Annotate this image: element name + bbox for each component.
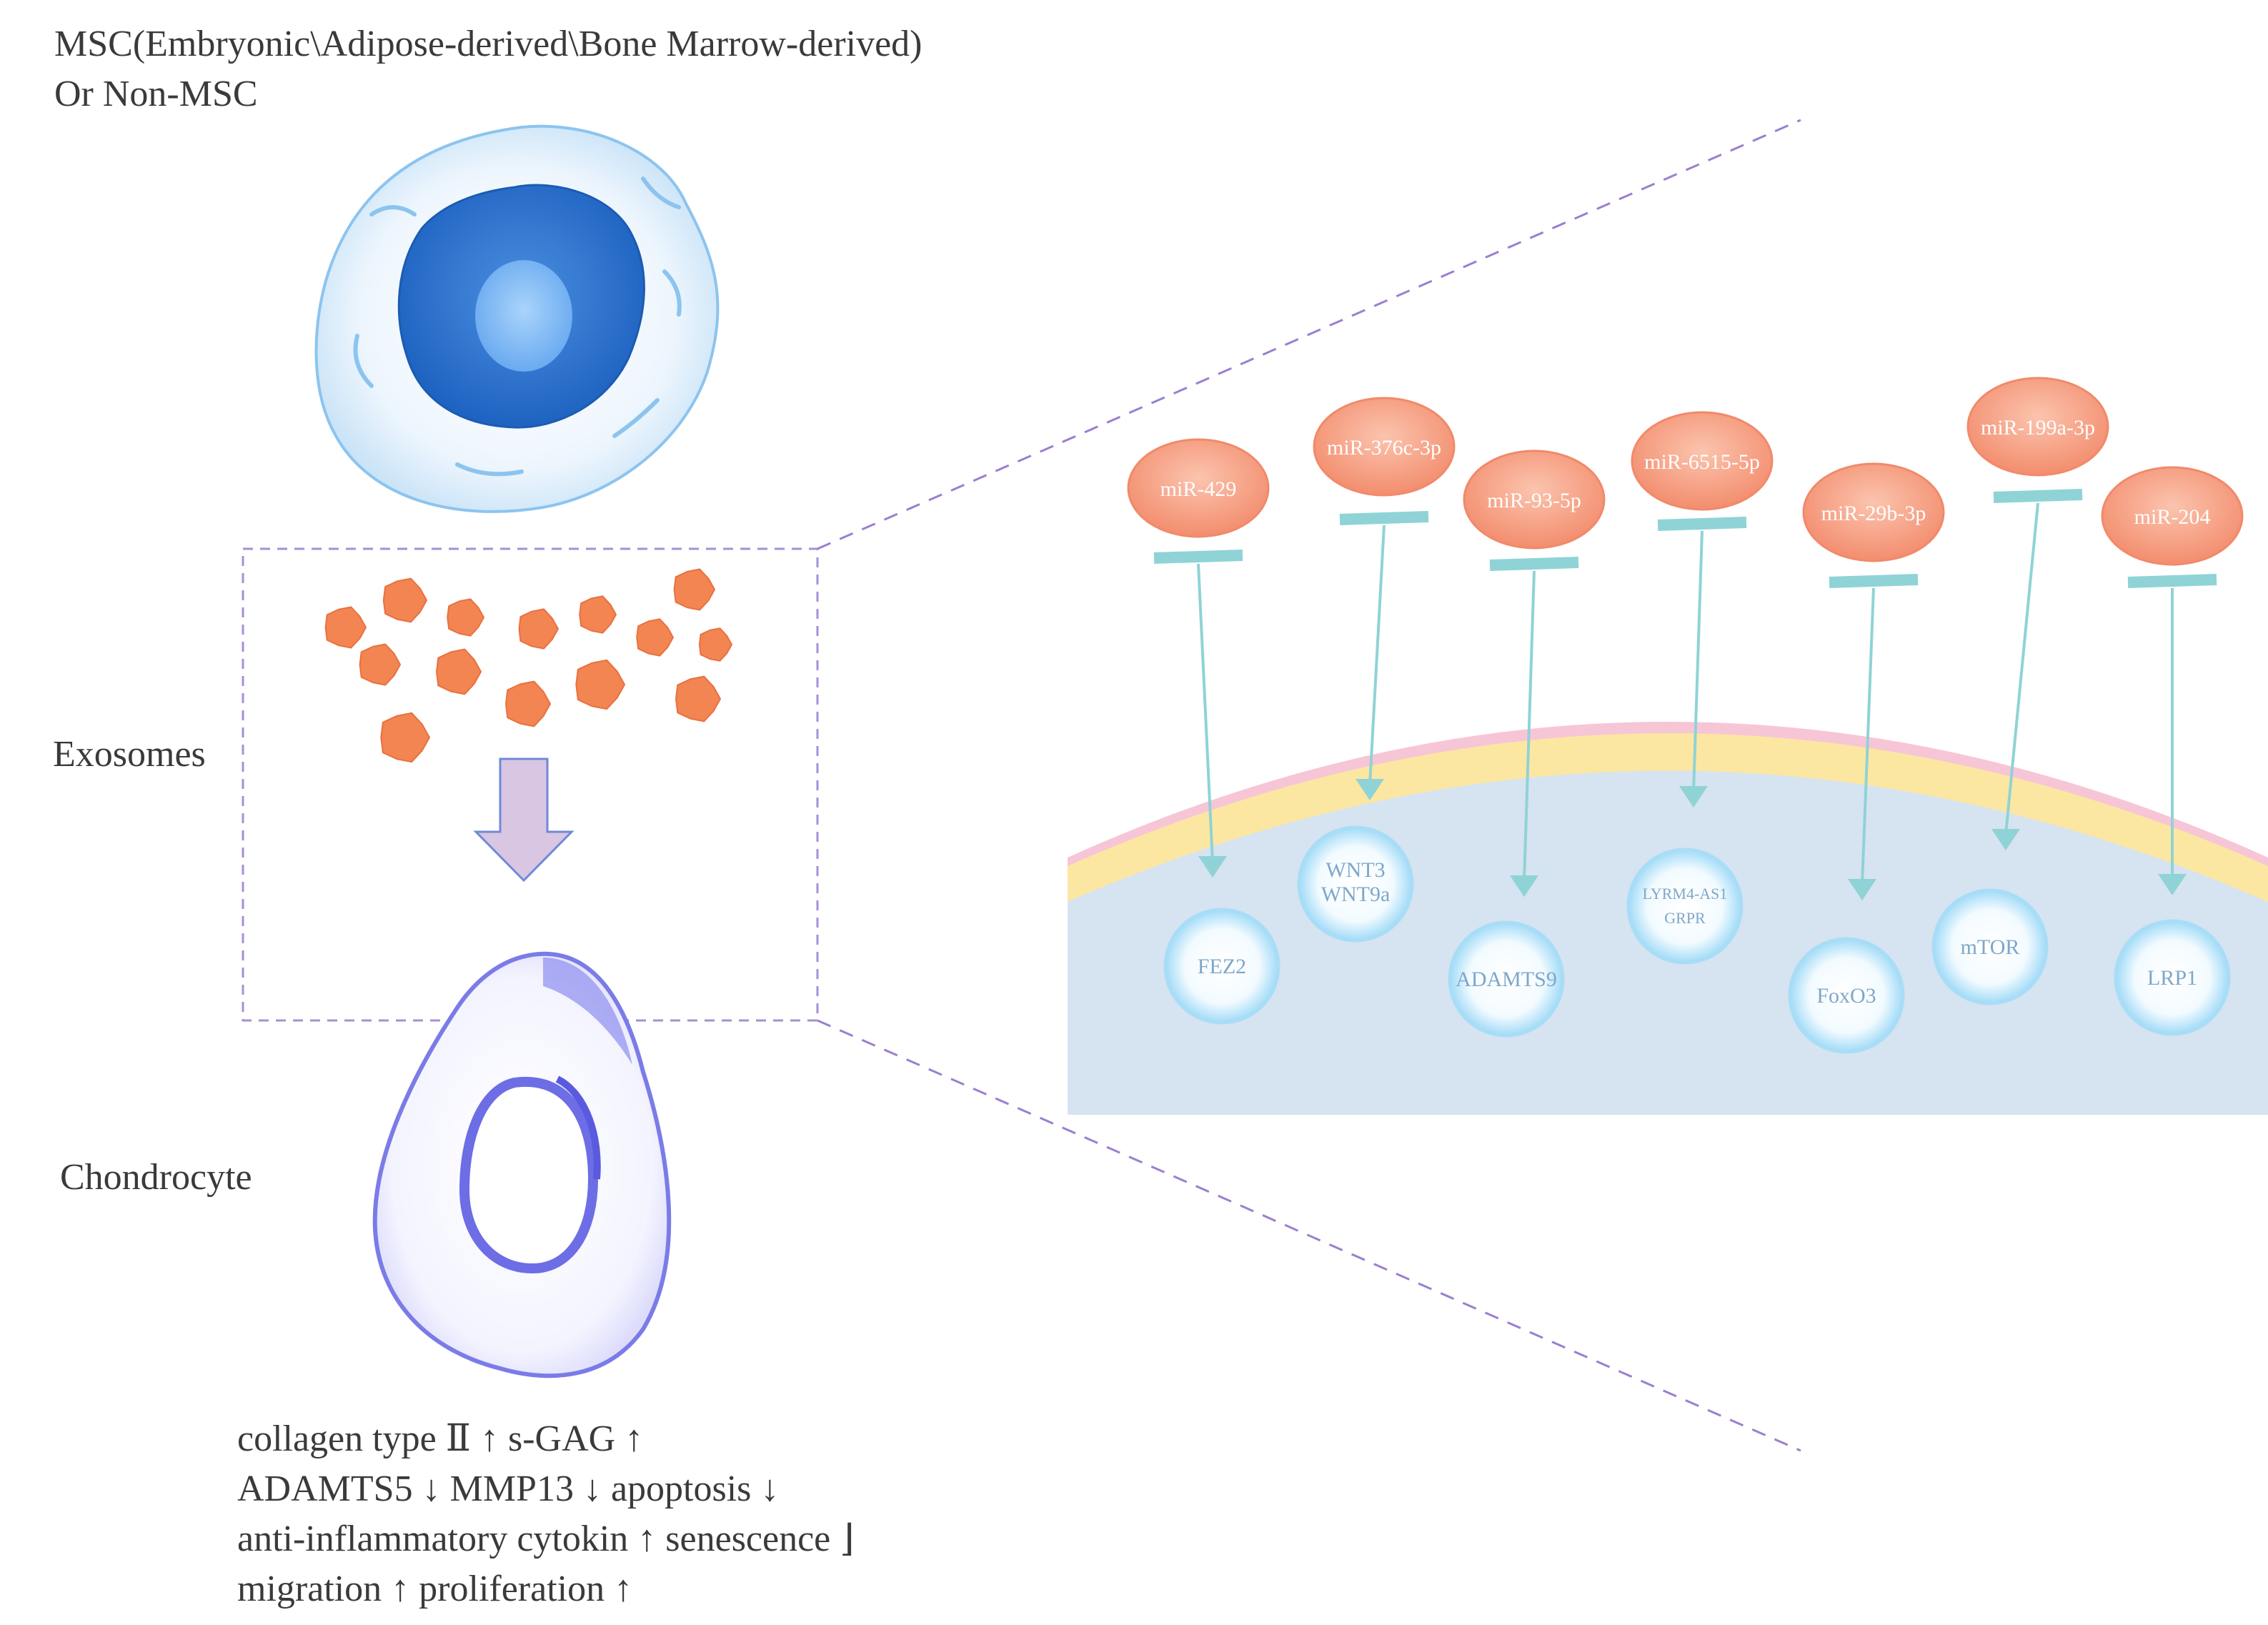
mirna-label: miR-6515-5p — [1644, 450, 1760, 474]
exosome-cluster — [324, 568, 732, 763]
target-circle — [1448, 920, 1565, 1038]
effect-line-4: migration ↑ proliferation ↑ — [237, 1569, 632, 1609]
arrow-head — [1848, 879, 1876, 900]
stem-cell-icon — [314, 124, 720, 513]
target-label: LRP1 — [2147, 966, 2197, 990]
arrow-head — [2158, 874, 2187, 895]
mirna-label: miR-93-5p — [1487, 489, 1581, 512]
exosome-particle — [518, 608, 559, 650]
exosome-particle — [675, 675, 721, 722]
mirna-ellipse — [1631, 411, 1774, 511]
mirna-ellipse — [1463, 449, 1606, 550]
down-arrow-icon — [473, 757, 575, 883]
inhibition-bar — [1657, 517, 1747, 531]
title-line-1: MSC(Embryonic\Adipose-derived\Bone Marro… — [54, 24, 922, 64]
exosome-box — [242, 547, 819, 1022]
arrow-line — [1692, 530, 1704, 792]
arrow-line — [1368, 525, 1386, 785]
effect-line-2: ADAMTS5 ↓ MMP13 ↓ apoptosis ↓ — [237, 1469, 779, 1509]
exosomes-label: Exosomes — [53, 734, 206, 775]
target-circle — [1788, 937, 1905, 1054]
mirna-ellipse — [1802, 462, 1945, 562]
target-label: FEZ2 — [1198, 955, 1246, 978]
exosome-particle — [380, 712, 430, 763]
target-circle — [2114, 919, 2231, 1036]
mirna-ellipse — [1127, 438, 1270, 538]
exosome-particle — [447, 598, 484, 637]
chondrocyte-icon — [372, 951, 672, 1378]
exosome-particle — [324, 606, 367, 649]
zoom-line-lower — [817, 1019, 1801, 1452]
mirna-label: miR-429 — [1160, 477, 1237, 501]
target-circle — [1163, 908, 1280, 1025]
arrow-head — [1356, 779, 1384, 800]
mirna-pathways: miR-429FEZ2miR-376c-3pWNT3WNT9amiR-93-5p… — [1127, 377, 2244, 1054]
target-circle — [1626, 848, 1744, 965]
target-label: WNT9a — [1321, 883, 1391, 906]
mirna-label: miR-199a-3p — [1981, 416, 2095, 439]
exosome-particle — [359, 643, 401, 686]
arrow-head — [1679, 786, 1708, 807]
mirna-label: miR-29b-3p — [1821, 502, 1926, 525]
mirna-label: miR-204 — [2134, 505, 2211, 529]
exosome-particle — [698, 627, 732, 662]
target-circle — [1931, 888, 2049, 1005]
target-label: LYRM4-AS1 — [1643, 885, 1728, 903]
target-label: FoxO3 — [1816, 984, 1876, 1008]
inhibition-bar — [2127, 574, 2217, 588]
inhibition-bar — [1829, 574, 1919, 588]
chondrocyte-label: Chondrocyte — [60, 1157, 252, 1198]
inhibition-bar — [1339, 511, 1429, 525]
exosome-particle — [382, 577, 427, 623]
exosome-particle — [636, 618, 674, 657]
arrow-line — [1861, 587, 1875, 885]
target-label: GRPR — [1664, 909, 1706, 927]
inhibition-bar — [1153, 550, 1243, 564]
exosome-particle — [575, 659, 625, 710]
arrow-line — [1197, 563, 1214, 863]
arrow-line — [2004, 502, 2039, 835]
target-label: mTOR — [1961, 935, 2020, 959]
exosome-particle — [436, 648, 482, 695]
effect-line-1: collagen type Ⅱ ↑ s-GAG ↑ — [237, 1418, 643, 1459]
mirna-ellipse — [2101, 466, 2244, 566]
arrow-line — [1523, 570, 1536, 882]
mirna-label: miR-376c-3p — [1327, 436, 1441, 459]
target-label: ADAMTS9 — [1456, 968, 1557, 991]
mirna-ellipse — [1313, 397, 1456, 497]
target-circle — [1297, 825, 1414, 943]
arrow-head — [1198, 856, 1227, 878]
exosome-particle — [579, 595, 617, 634]
arrow-head — [1991, 829, 2020, 850]
effect-line-3: anti-inflammatory cytokin ↑ senescence ⌋ — [237, 1519, 855, 1559]
pathway-miR-199a-3p: miR-199a-3p mTOR — [1931, 377, 2109, 1005]
inhibition-bar — [1489, 557, 1579, 571]
arrow-head — [1510, 875, 1538, 897]
target-label: WNT3 — [1326, 858, 1385, 882]
exosome-particle — [673, 568, 715, 611]
mirna-ellipse — [1966, 377, 2109, 477]
inhibition-bar — [1993, 489, 2083, 503]
zoom-line-upper — [817, 119, 1801, 550]
title-line-2: Or Non-MSC — [54, 74, 258, 114]
exosome-particle — [505, 680, 551, 727]
